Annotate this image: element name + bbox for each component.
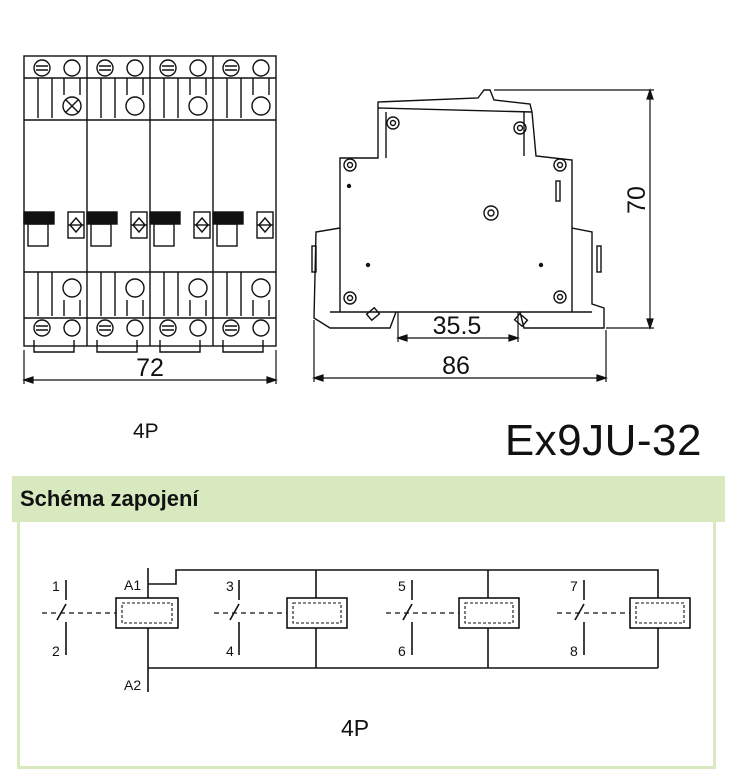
front-terminal-screw: [222, 59, 240, 77]
front-handle-base: [153, 223, 175, 247]
a1-bus: [148, 569, 659, 598]
front-modules: [23, 59, 274, 353]
front-contact-window: [62, 96, 82, 116]
contact-2: [229, 580, 240, 655]
front-handle: [86, 211, 118, 225]
dimension-70-label: 70: [623, 186, 651, 214]
front-terminal-screw: [33, 319, 51, 337]
front-terminal-screw: [159, 319, 177, 337]
front-din-clip: [159, 340, 201, 353]
terminal-6-label: 6: [398, 643, 406, 659]
terminal-8-label: 8: [570, 643, 578, 659]
front-view-pole-label: 4P: [133, 420, 159, 443]
front-terminal-screw: [33, 59, 51, 77]
terminal-5-label: 5: [398, 578, 406, 594]
side-top-cap: [377, 89, 533, 113]
wiring-section-title: Schéma zapojení: [20, 486, 199, 511]
front-din-clip: [222, 340, 264, 353]
front-terminal: [252, 319, 270, 337]
front-din-clip: [33, 340, 75, 353]
front-handle-base: [216, 223, 238, 247]
front-terminal: [126, 59, 144, 77]
front-terminal: [189, 319, 207, 337]
front-contact-window: [188, 96, 208, 116]
terminal-2-label: 2: [52, 643, 60, 659]
wiring-schematic: [42, 568, 691, 692]
front-terminal: [252, 59, 270, 77]
front-handle-base: [90, 223, 112, 247]
wiring-section-header: [12, 476, 725, 522]
terminal-3-label: 3: [226, 578, 234, 594]
wiring-section-frame: [17, 522, 716, 769]
front-terminal: [189, 59, 207, 77]
terminal-4-label: 4: [226, 643, 234, 659]
front-contact-window: [251, 278, 271, 298]
dimension-72-label: 72: [136, 354, 164, 382]
front-terminal: [63, 59, 81, 77]
front-handle: [23, 211, 55, 225]
front-view: [23, 55, 277, 353]
front-din-clip: [96, 340, 138, 353]
front-terminal: [126, 319, 144, 337]
terminal-a1-label: A1: [124, 577, 141, 593]
front-handle: [212, 211, 244, 225]
dimension-35-5-label: 35.5: [433, 312, 482, 340]
front-contact-window: [188, 278, 208, 298]
dimension-70: [494, 88, 654, 330]
front-contact-window: [125, 278, 145, 298]
terminal-a2-label: A2: [124, 677, 141, 693]
terminal-1-label: 1: [52, 578, 60, 594]
front-terminal: [63, 319, 81, 337]
side-view: [311, 89, 605, 329]
front-terminal-screw: [222, 319, 240, 337]
contact-4: [574, 580, 585, 655]
contact-1: [56, 580, 67, 655]
front-handle-base: [27, 223, 49, 247]
model-title: Ex9JU-32: [504, 416, 702, 465]
front-terminal-screw: [159, 59, 177, 77]
front-terminal-screw: [96, 319, 114, 337]
dimension-35-5: [396, 312, 520, 342]
dimension-86-label: 86: [442, 352, 470, 380]
dimension-86: [312, 320, 608, 382]
front-contact-window: [251, 96, 271, 116]
dimension-72: [22, 350, 278, 384]
front-contact-window: [125, 96, 145, 116]
front-handle: [149, 211, 181, 225]
front-contact-window: [62, 278, 82, 298]
contact-3: [402, 580, 413, 655]
wiring-pole-label: 4P: [341, 715, 370, 741]
front-terminal-screw: [96, 59, 114, 77]
terminal-7-label: 7: [570, 578, 578, 594]
